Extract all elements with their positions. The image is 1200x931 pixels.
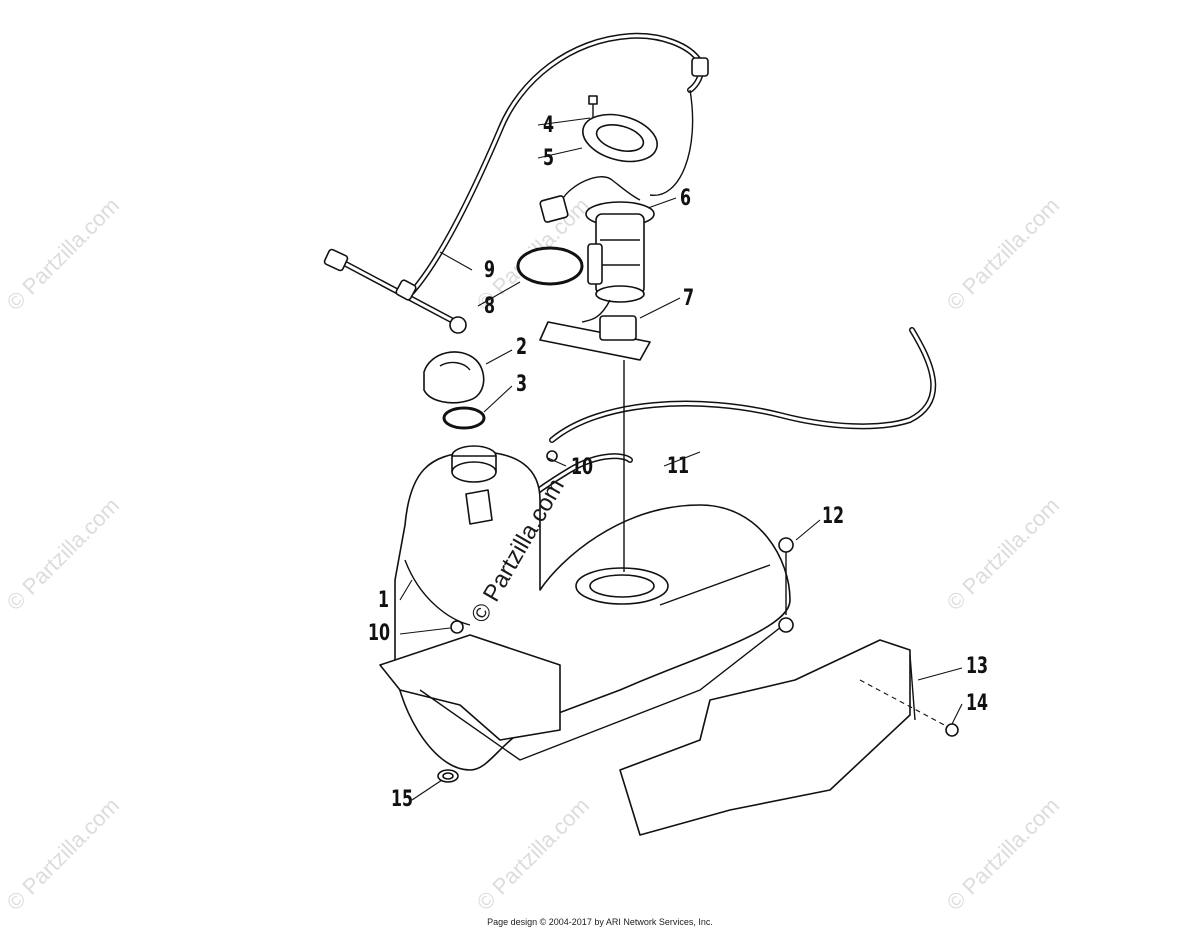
callout-13[interactable]: 13 <box>966 654 989 679</box>
callout-12[interactable]: 12 <box>822 504 845 529</box>
fuel-cap <box>423 351 485 404</box>
pump-gasket <box>539 315 651 361</box>
heat-shield <box>619 639 916 836</box>
callout-8[interactable]: 8 <box>484 294 496 319</box>
callout-10-upper[interactable]: 10 <box>571 455 594 480</box>
callout-4[interactable]: 4 <box>543 113 555 138</box>
tank-bolt <box>778 537 794 633</box>
callout-7[interactable]: 7 <box>683 286 695 311</box>
rivet-alignment-line <box>859 679 951 729</box>
callout-11[interactable]: 11 <box>667 454 690 479</box>
callout-2[interactable]: 2 <box>516 335 528 360</box>
cap-seal <box>442 406 486 430</box>
callout-3[interactable]: 3 <box>516 372 528 397</box>
vent-hose <box>323 32 709 334</box>
callout-1[interactable]: 1 <box>378 588 390 613</box>
callout-6[interactable]: 6 <box>680 186 692 211</box>
retainer-plate <box>582 113 658 163</box>
footer-credit: Page design © 2004-2017 by ARI Network S… <box>487 917 713 927</box>
grommet <box>437 769 459 783</box>
fuel-tank <box>379 445 791 771</box>
callout-5[interactable]: 5 <box>543 146 555 171</box>
callout-9[interactable]: 9 <box>484 258 496 283</box>
leader-lines <box>399 117 963 801</box>
fuel-pump-assembly <box>539 176 655 323</box>
callout-15[interactable]: 15 <box>391 787 414 812</box>
pump-o-ring <box>516 246 584 286</box>
rivet <box>945 723 959 737</box>
callout-14[interactable]: 14 <box>966 691 989 716</box>
callout-10-lower[interactable]: 10 <box>368 621 391 646</box>
